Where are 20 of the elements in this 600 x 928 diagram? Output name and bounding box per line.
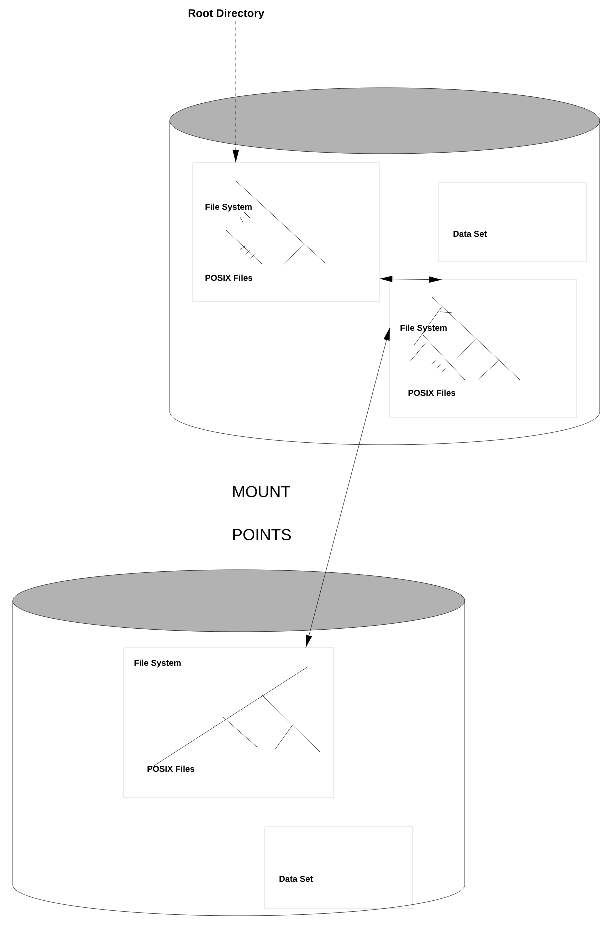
file-box (390, 280, 578, 418)
box-text: POSIX Files (148, 766, 195, 772)
arrow (232, 21, 240, 164)
arrow (306, 328, 390, 648)
file-box (193, 163, 380, 302)
file-box (439, 183, 588, 262)
box-text: Data Set (280, 876, 314, 882)
cylinder-drawing (12, 570, 466, 916)
note-text: MOUNT POINTS (234, 486, 292, 541)
box-text: POSIX Files (206, 274, 253, 282)
box-text: File System (400, 324, 447, 333)
file-box (265, 827, 414, 910)
file-box (124, 648, 334, 798)
box-text: File System (206, 204, 252, 212)
cylinder-drawing (170, 88, 600, 446)
box-text: File System (134, 660, 181, 668)
arrow (380, 276, 442, 283)
box-text: POSIX Files (408, 390, 456, 396)
heading-text: Root Directory (188, 9, 265, 20)
box-text: Data Set (454, 231, 488, 238)
